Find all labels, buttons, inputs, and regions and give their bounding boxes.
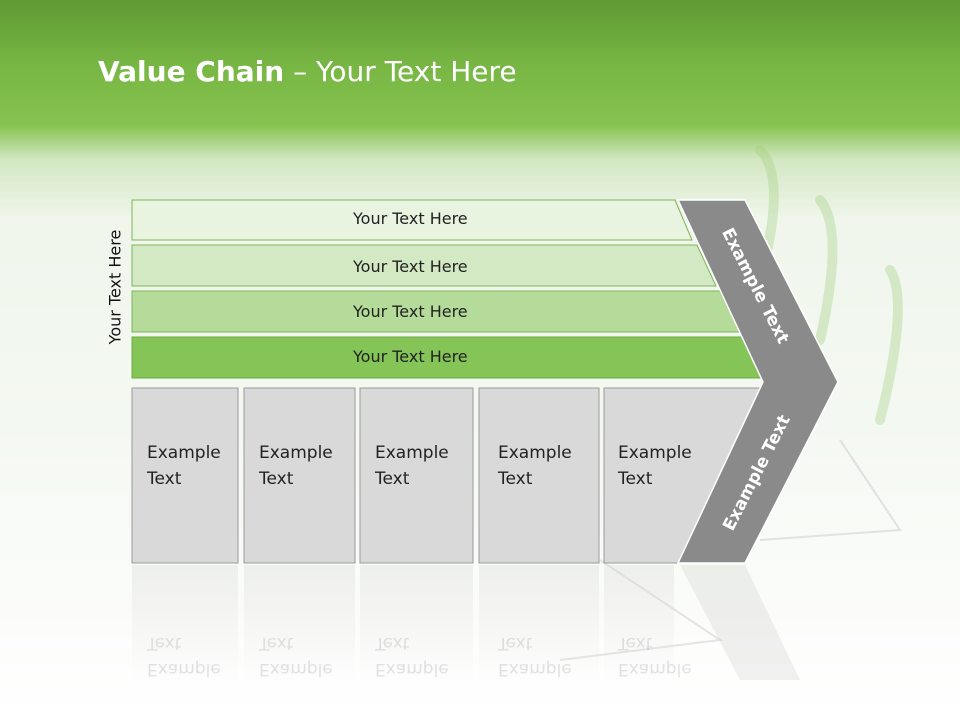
title-bold-part: Value Chain: [98, 55, 285, 88]
band-1-label: Your Text Here: [353, 209, 468, 228]
box-4-shape: [478, 387, 600, 564]
box-1-shape: [131, 387, 239, 564]
box-4-reflection-label: Example Text: [498, 630, 572, 682]
box-1-reflection-line2: Text: [147, 633, 182, 653]
band-4-label: Your Text Here: [353, 347, 468, 366]
box-4-reflection-line1: Example: [498, 659, 572, 679]
box-2-shape: [243, 387, 356, 564]
box-5-line1: Example: [618, 443, 692, 463]
box-3-shape: [359, 387, 474, 564]
box-2-reflection-line1: Example: [259, 659, 333, 679]
box-1-reflection-line1: Example: [147, 659, 221, 679]
box-4-reflection-line2: Text: [498, 633, 533, 653]
box-5-reflection-label: Example Text: [618, 630, 692, 682]
box-3-line2: Text: [375, 469, 410, 489]
reflection: [132, 565, 800, 685]
box-5-reflection-line1: Example: [618, 659, 692, 679]
box-4-line1: Example: [498, 443, 572, 463]
box-2-line1: Example: [259, 443, 333, 463]
band-1-shape: [131, 199, 693, 241]
box-2-line2: Text: [259, 469, 294, 489]
box-4-line2: Text: [498, 469, 533, 489]
band-2-shape: [131, 244, 717, 287]
box-5-reflection-line2: Text: [618, 633, 653, 653]
box-2-reflection-line2: Text: [259, 633, 294, 653]
box-1-reflection-label: Example Text: [147, 630, 221, 682]
box-3-line1: Example: [375, 443, 449, 463]
box-3-reflection-line1: Example: [375, 659, 449, 679]
box-3-reflection-label: Example Text: [375, 630, 449, 682]
box-1-line2: Text: [147, 469, 182, 489]
band-3-label: Your Text Here: [353, 302, 468, 321]
title-rest-part: – Your Text Here: [284, 55, 517, 88]
box-3-reflection-line2: Text: [375, 633, 410, 653]
slide-title: Value Chain – Your Text Here: [98, 55, 517, 88]
margin-chevron: [676, 199, 839, 564]
box-2-reflection-label: Example Text: [259, 630, 333, 682]
band-2-label: Your Text Here: [353, 257, 468, 276]
box-5-line2: Text: [618, 469, 653, 489]
box-1-line1: Example: [147, 443, 221, 463]
